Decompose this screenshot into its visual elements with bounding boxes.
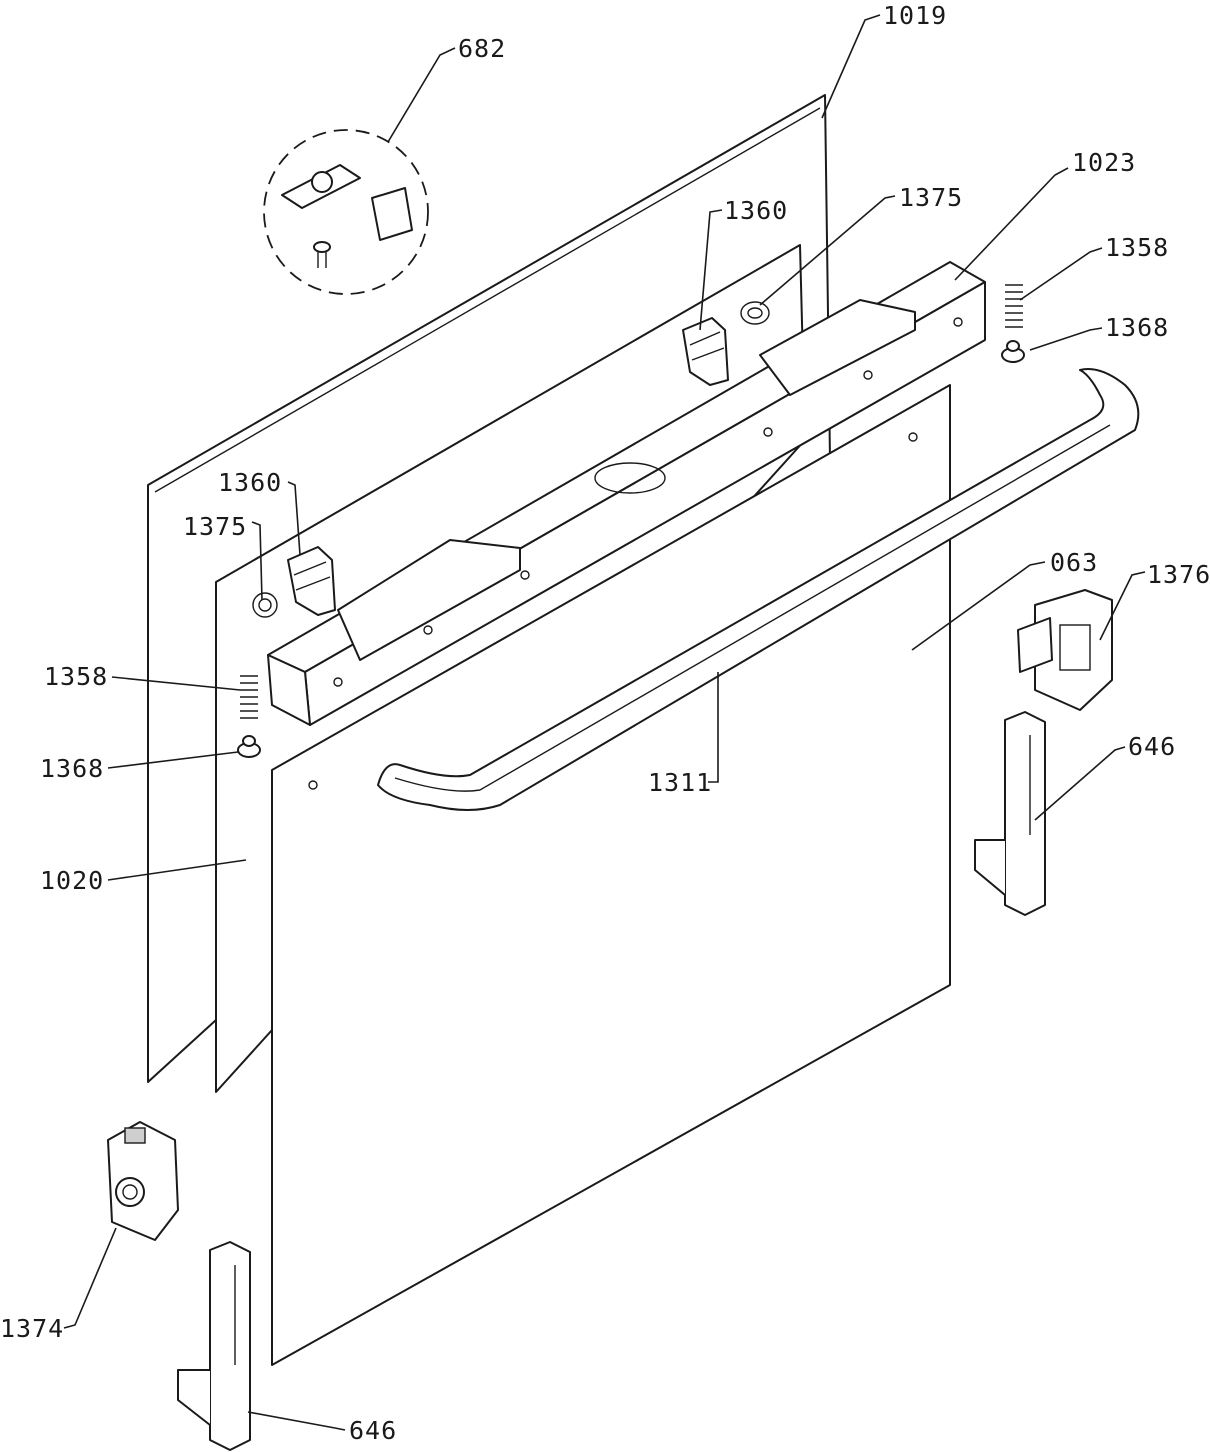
hinge-block-right bbox=[1017, 589, 1113, 711]
detail-circle bbox=[263, 129, 429, 295]
cap-right bbox=[1001, 340, 1025, 363]
hinge-right bbox=[974, 711, 1046, 916]
spring-left bbox=[240, 675, 258, 719]
door-handle bbox=[377, 368, 1140, 811]
label-1376: 1376 bbox=[1147, 560, 1210, 589]
hinge-left bbox=[177, 1241, 251, 1451]
door-frame-bracket bbox=[267, 261, 986, 726]
clip-right bbox=[682, 317, 729, 386]
cap-left bbox=[237, 735, 261, 758]
label-063: 063 bbox=[1050, 548, 1099, 577]
spring-right bbox=[1005, 284, 1023, 328]
label-1368-right: 1368 bbox=[1105, 313, 1170, 342]
label-1020: 1020 bbox=[40, 866, 105, 895]
label-1374: 1374 bbox=[0, 1314, 65, 1343]
label-1019: 1019 bbox=[883, 1, 948, 30]
label-1358-left: 1358 bbox=[44, 662, 109, 691]
label-1311: 1311 bbox=[648, 768, 713, 797]
hinge-block-left bbox=[107, 1121, 179, 1241]
leader-lines bbox=[63, 14, 1146, 1431]
label-1360-top: 1360 bbox=[724, 196, 789, 225]
label-1368-left: 1368 bbox=[40, 754, 105, 783]
label-1375-left: 1375 bbox=[183, 512, 248, 541]
label-1358-right: 1358 bbox=[1105, 233, 1170, 262]
clip-left bbox=[287, 546, 336, 616]
label-646-bottom: 646 bbox=[349, 1416, 398, 1445]
label-646-right: 646 bbox=[1128, 732, 1177, 761]
label-1360-left: 1360 bbox=[218, 468, 283, 497]
label-1375-top: 1375 bbox=[899, 183, 964, 212]
label-1023: 1023 bbox=[1072, 148, 1137, 177]
label-682: 682 bbox=[458, 34, 507, 63]
